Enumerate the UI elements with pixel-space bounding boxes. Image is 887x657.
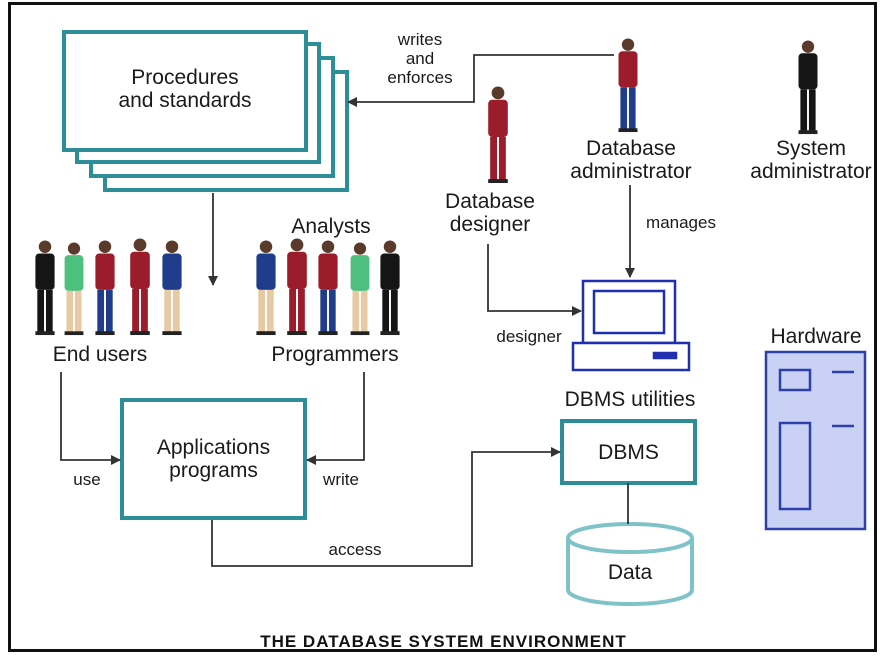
- end-user-figure-3: [95, 240, 115, 336]
- database-designer-label: Database designer: [445, 190, 535, 236]
- data-cylinder: [566, 522, 694, 606]
- writes-enforces-arrow: [347, 54, 614, 107]
- diagram-caption: The Database System Environment: [260, 632, 627, 651]
- dbms-label: DBMS: [598, 441, 659, 464]
- applications-label: Applications programs: [156, 436, 271, 482]
- access-label: access: [328, 540, 382, 559]
- designer-arrow: [487, 244, 582, 316]
- use-label: use: [73, 470, 101, 489]
- programmer-figure-5: [380, 240, 400, 336]
- analysts-label: Analysts: [291, 215, 371, 238]
- designer-label: designer: [496, 327, 562, 346]
- end-users-label: End users: [52, 343, 148, 366]
- data-label: Data: [607, 561, 653, 584]
- hardware-cabinet: [764, 350, 867, 531]
- end-user-figure-1: [35, 240, 55, 336]
- dbms-utilities-label: DBMS utilities: [564, 388, 696, 411]
- programmer-figure-1: [256, 240, 276, 336]
- end-user-figure-5: [162, 240, 182, 336]
- database-administrator-figure: [618, 38, 638, 133]
- end-user-figure-4: [130, 238, 150, 336]
- hardware-label: Hardware: [770, 325, 862, 348]
- applications-box: [120, 398, 307, 520]
- procedures-label: Procedures and standards: [118, 66, 252, 112]
- access-arrow: [211, 447, 561, 567]
- manages-label: manages: [646, 213, 716, 232]
- end-user-figure-2: [64, 242, 84, 336]
- database-designer-figure: [488, 86, 508, 184]
- procedures-box-stack: [62, 30, 349, 192]
- writes-enforces-label: writes and enforces: [387, 30, 453, 87]
- system-administrator-figure: [798, 40, 818, 135]
- programmers-label: Programmers: [271, 343, 399, 366]
- database-administrator-label: Database administrator: [570, 137, 692, 183]
- write-label: write: [323, 470, 359, 489]
- system-administrator-label: System administrator: [750, 137, 872, 183]
- programmer-figure-2: [287, 238, 307, 336]
- programmer-figure-3: [318, 240, 338, 336]
- programmer-figure-4: [350, 242, 370, 336]
- computer-icon: [571, 279, 691, 372]
- use-arrow: [60, 372, 121, 465]
- write-arrow: [306, 372, 365, 465]
